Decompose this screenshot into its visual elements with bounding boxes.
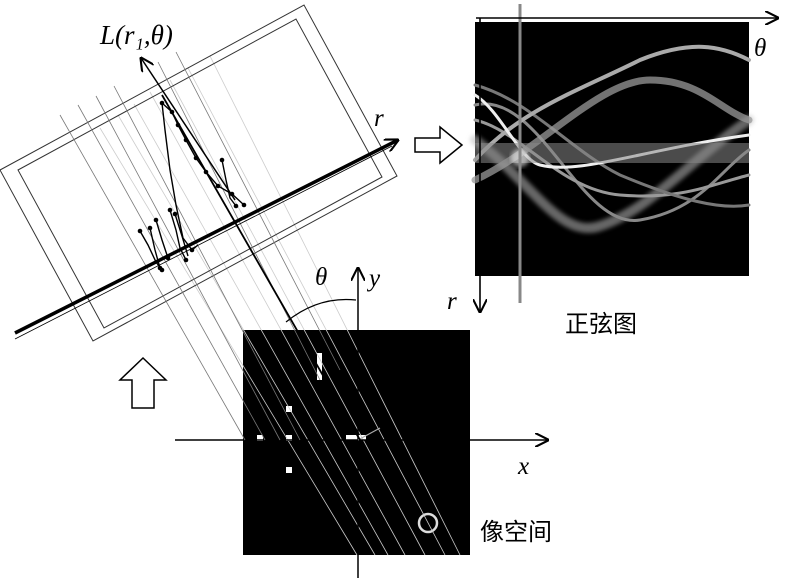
projection-inner-frame [17, 18, 383, 329]
angle-label: θ [315, 264, 328, 291]
image-object-point [286, 435, 292, 441]
projection-normal-line [161, 94, 361, 441]
projection-outer-frame [0, 4, 398, 342]
projection-panel [0, 4, 398, 441]
projection-profile-markers [137, 100, 247, 273]
sinogram-theta-axis-label: θ [754, 35, 767, 62]
sinogram-caption: 正弦图 [565, 310, 637, 338]
image-object-point [286, 406, 292, 412]
projection-value-axis [141, 58, 236, 201]
projection-r-axis-label: r [374, 105, 384, 132]
image-object-bar [317, 353, 322, 380]
image-object-point [257, 435, 263, 441]
projection-value-label: L(r₁,θ) [100, 20, 173, 50]
image-x-axis-label: x [518, 453, 530, 480]
projection-r-axis [14, 140, 398, 335]
sinogram-r-axis-label: r [447, 288, 457, 315]
sinogram-horizontal-band [475, 143, 749, 163]
angle-arc [285, 298, 357, 323]
image-object-dash [346, 435, 366, 440]
image-space-background [243, 330, 470, 555]
sinogram-panel [470, 4, 778, 312]
image-space-caption: 像空间 [480, 518, 552, 546]
image-object-ring [417, 512, 439, 534]
flow-arrow-up [118, 356, 168, 409]
image-space-panel [99, 55, 548, 578]
image-object-point [286, 467, 292, 473]
flow-arrow-right [414, 125, 464, 165]
projection-rays [99, 55, 461, 556]
image-y-axis-label: y [369, 265, 381, 292]
projection-r-axis-shadow [14, 145, 393, 340]
image-direction-tick [357, 427, 381, 441]
